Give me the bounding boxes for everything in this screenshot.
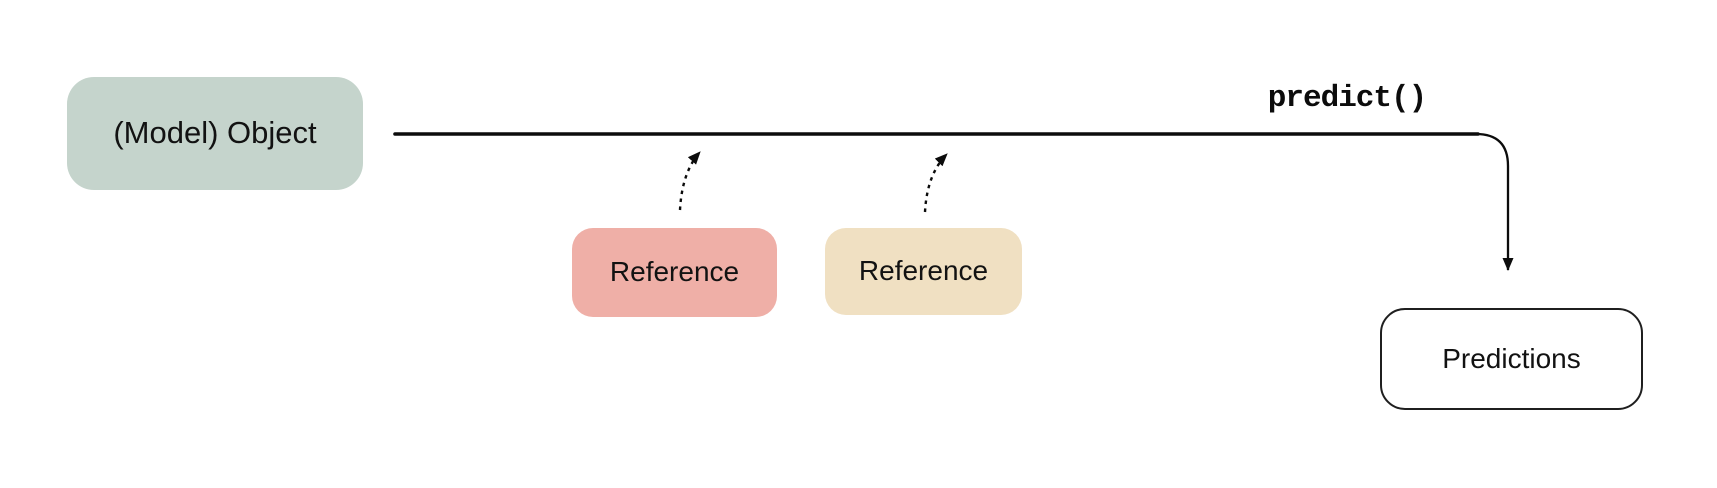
predict-line-down-arrow — [1475, 132, 1514, 271]
node-predictions: Predictions — [1380, 308, 1643, 410]
predict-method-label: predict() — [1267, 81, 1427, 116]
node-reference-tan: Reference — [825, 228, 1022, 315]
node-reference-pink-label: Reference — [609, 256, 740, 288]
reference-pink-dashed-arrow — [678, 151, 701, 211]
node-predictions-label: Predictions — [1442, 342, 1581, 374]
node-reference-tan-label: Reference — [858, 255, 989, 287]
node-model-object: (Model) Object — [67, 77, 363, 190]
node-reference-pink: Reference — [572, 228, 777, 317]
reference-tan-dashed-arrow — [923, 153, 948, 213]
node-model-object-label: (Model) Object — [113, 115, 317, 151]
